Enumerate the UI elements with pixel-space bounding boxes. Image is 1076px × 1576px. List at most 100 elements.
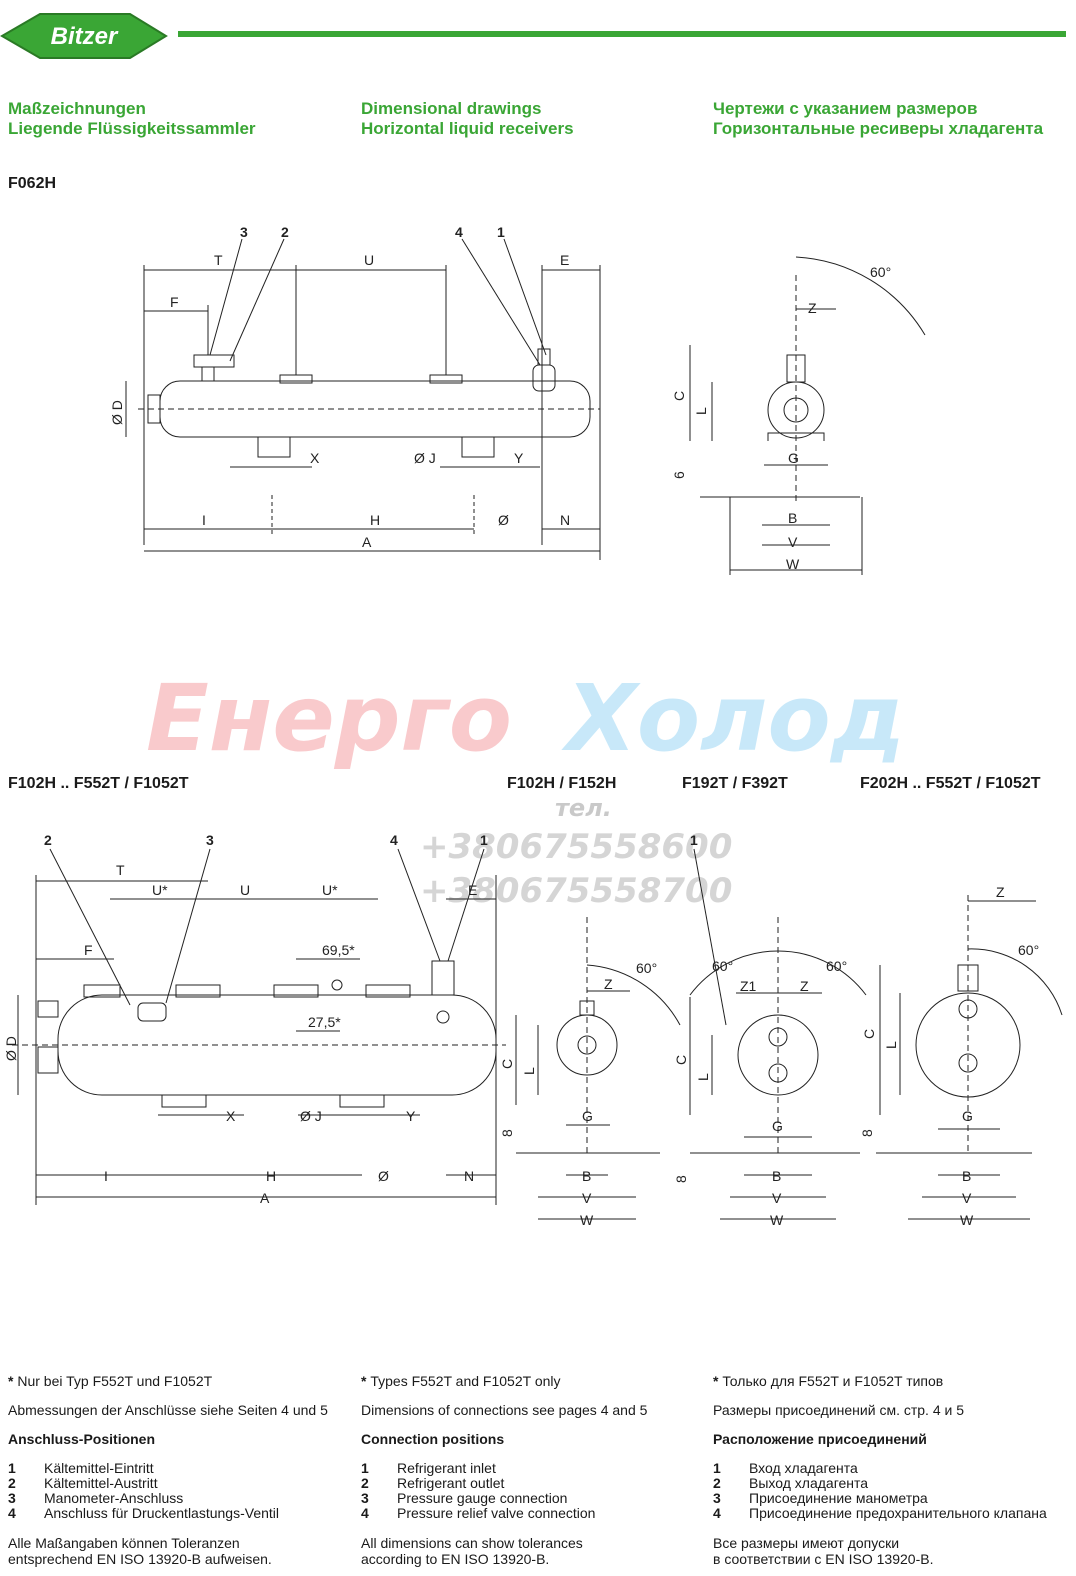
lug-b-1	[83, 984, 121, 998]
heading-de-line2: Liegende Flüssigkeitssammler	[8, 119, 256, 138]
angle-arc-top	[795, 256, 926, 336]
dim-G-top: G	[788, 450, 799, 466]
lug-b-3	[273, 984, 319, 998]
dim-L-top: L	[693, 407, 709, 415]
dim-B-top: B	[788, 510, 797, 526]
heading-en-line2: Horizontal liquid receivers	[361, 119, 574, 138]
dim-8-b: 8	[499, 1129, 515, 1137]
watermark-tel: тел.	[555, 794, 612, 822]
callout-1-top: 1	[497, 224, 505, 240]
callout-2-top: 2	[281, 224, 289, 240]
dim-C-b: C	[499, 1059, 515, 1069]
lug-b-2	[175, 984, 221, 998]
heading-ru: Чертежи с указанием размеров Горизонталь…	[713, 99, 1043, 139]
dim-L-c: L	[695, 1073, 711, 1081]
model-bottom-left: F102H .. F552T / F1052T	[8, 775, 189, 792]
dim-D-bottom: Ø D	[3, 1036, 19, 1061]
watermark: Енерго Холод тел. +380675558600 +3806755…	[146, 665, 905, 911]
fitting-inlet-top	[532, 364, 556, 392]
tolerance-de-1: Alle Maßangaben können Toleranzen	[8, 1535, 240, 1551]
dim-8-c: 8	[673, 1175, 689, 1183]
foot-2	[461, 437, 495, 458]
dim-A-bottom: A	[260, 1190, 270, 1206]
dims-note-de: Abmessungen der Anschlüsse siehe Seiten …	[8, 1402, 328, 1418]
dim-Z-b: Z	[604, 976, 613, 992]
dim-angle-top: 60°	[870, 264, 891, 280]
dim-V-d: V	[962, 1190, 972, 1206]
heading-de: Maßzeichnungen Liegende Flüssigkeitssamm…	[8, 99, 256, 139]
dim-E-bottom: E	[468, 882, 477, 898]
dim-F-bottom: F	[84, 942, 93, 958]
positions-title-ru: Расположение присоединений	[713, 1431, 927, 1447]
end-view-c-shell	[737, 1014, 819, 1096]
dim-U-bottom: U	[240, 882, 250, 898]
heading-ru-line2: Горизонтальные ресиверы хладагента	[713, 119, 1044, 138]
lug-top-2	[429, 374, 463, 384]
dim-C-d: C	[861, 1029, 877, 1039]
dim-V-b: V	[582, 1190, 592, 1206]
dim-H-top: H	[370, 512, 380, 528]
dim-J-bottom: Ø J	[300, 1108, 322, 1124]
footnotes-en: * Types F552T and F1052T only Dimensions…	[361, 1373, 701, 1567]
callout-2-bottom: 2	[44, 832, 52, 848]
bitzer-logo-icon	[0, 13, 168, 59]
dim-Z-top: Z	[808, 300, 817, 316]
foot-b-2	[339, 1095, 385, 1108]
callout-1-bottom: 1	[480, 832, 488, 848]
dim-Y-top: Y	[514, 450, 524, 466]
footnotes-ru: * Только для F552T и F1052T типов Размер…	[713, 1373, 1069, 1567]
tolerance-en-1: All dimensions can show tolerances	[361, 1535, 583, 1551]
dim-Z1-c: Z1	[740, 978, 757, 994]
dim-Z-c: Z	[800, 978, 809, 994]
dim-angle-b: 60°	[636, 960, 657, 976]
fitting-inlet-stem	[537, 348, 551, 366]
dim-L-b: L	[521, 1067, 537, 1075]
dim-angle-d: 60°	[1018, 942, 1039, 958]
drawing-bottom: 2 3 4 1 1 T U* U U* E F 69,5* 27,5* Ø D …	[3, 832, 1063, 1228]
dim-B-d: B	[962, 1168, 971, 1184]
star-note-en: * Types F552T and F1052T only	[361, 1373, 561, 1389]
dim-I-bottom: I	[104, 1168, 108, 1184]
model-bottom-c: F192T / F392T	[682, 775, 788, 792]
dim-W-c: W	[770, 1212, 784, 1228]
dim-W-b: W	[580, 1212, 594, 1228]
fitting-inlet-bottom	[431, 960, 455, 996]
callout-3-top: 3	[240, 224, 248, 240]
dim-J-top: Ø J	[414, 450, 436, 466]
header-rule	[178, 31, 1066, 37]
callout-4-bottom: 4	[390, 832, 398, 848]
vessel-fitting-left-1	[37, 1000, 59, 1018]
end-view-b-shell	[556, 1014, 618, 1076]
header-logo-area: Bitzer	[0, 13, 1066, 59]
lug-top-1	[279, 374, 313, 384]
logo-text: Bitzer	[51, 23, 119, 50]
dim-I-top: I	[202, 512, 206, 528]
dim-T-bottom: T	[116, 862, 125, 878]
dim-N-top: N	[560, 512, 570, 528]
watermark-phone1: +380675558600	[420, 827, 732, 867]
watermark-phone2: +380675558700	[420, 871, 732, 911]
dim-Z-d: Z	[996, 884, 1005, 900]
dim-F-top: F	[170, 294, 179, 310]
dim-Us2-bottom: U*	[322, 882, 338, 898]
dim-B-b: B	[582, 1168, 591, 1184]
dim-275-bottom: 27,5*	[308, 1014, 341, 1030]
vessel-body-top	[159, 380, 591, 438]
star-note-de: * Nur bei Typ F552T und F1052T	[8, 1373, 213, 1389]
footnotes-de: * Nur bei Typ F552T und F1052T Abmessung…	[8, 1373, 348, 1567]
dim-C-top: C	[671, 391, 687, 401]
tolerance-ru-1: Все размеры имеют допуски	[713, 1535, 900, 1551]
dim-H-bottom: H	[266, 1168, 276, 1184]
dim-G-b: G	[582, 1108, 593, 1124]
dim-Y-bottom: Y	[406, 1108, 416, 1124]
